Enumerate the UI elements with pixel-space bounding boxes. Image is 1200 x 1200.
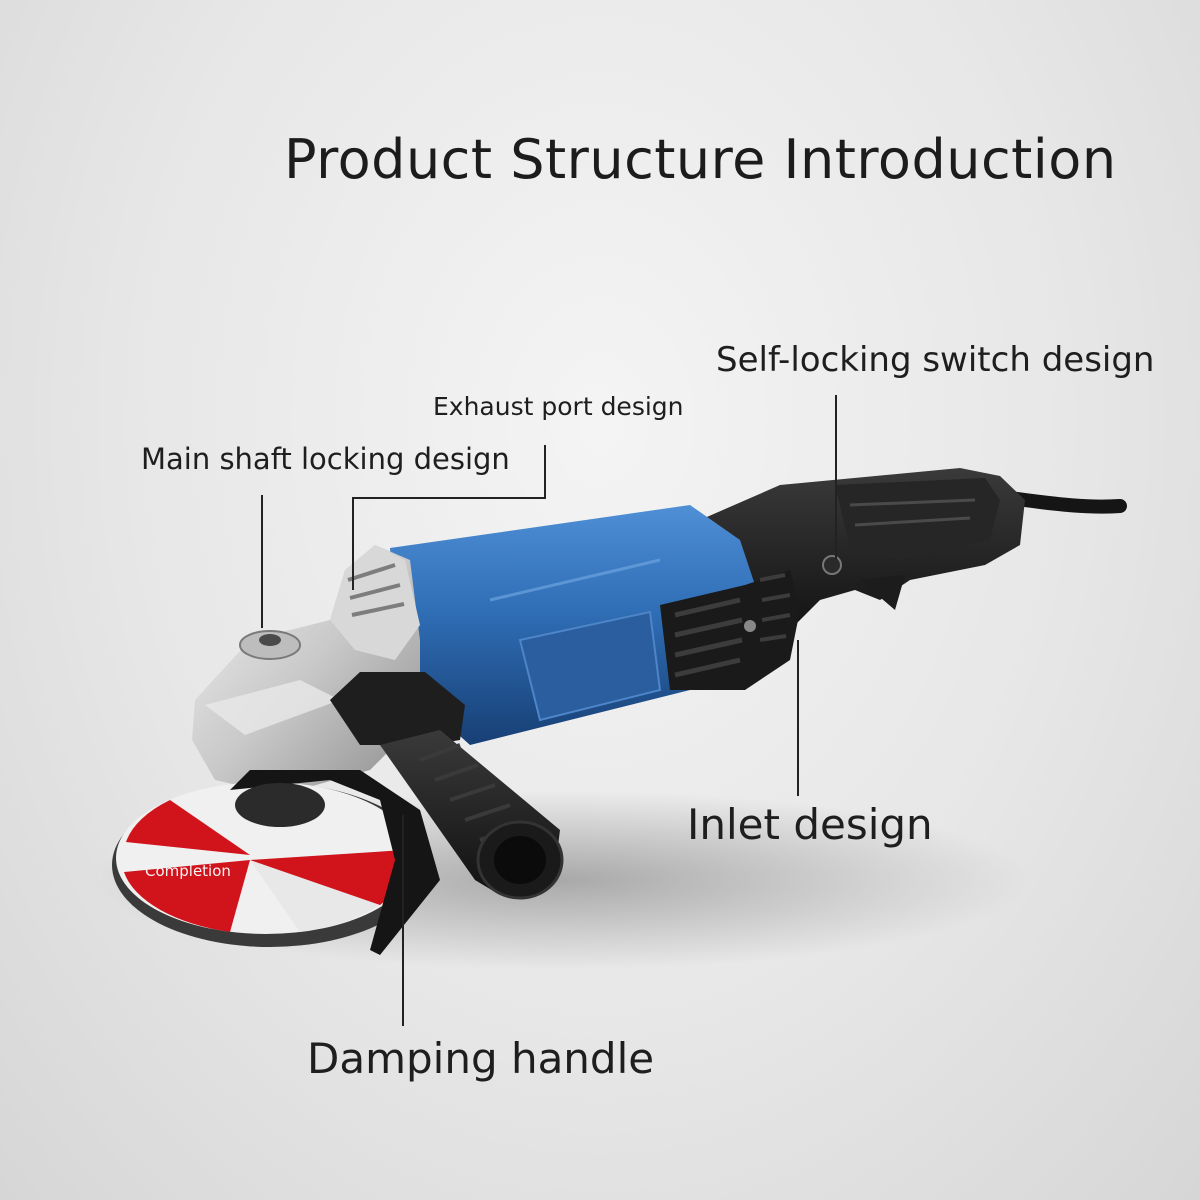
disc-guard	[230, 770, 440, 955]
motor-housing	[390, 505, 760, 745]
page-title: Product Structure Introduction	[284, 128, 1117, 191]
damping-side-handle	[330, 672, 564, 900]
disc-brand-label: Completion	[145, 862, 231, 880]
callout-lines	[261, 395, 837, 1026]
callout-inlet: Inlet design	[687, 800, 933, 849]
power-cord	[1003, 491, 1127, 514]
gear-head	[192, 545, 420, 795]
callout-exhaust-port: Exhaust port design	[433, 392, 684, 421]
callout-damping-handle: Damping handle	[307, 1034, 655, 1083]
spindle-lock-button	[239, 630, 301, 660]
callout-main-shaft-locking: Main shaft locking design	[141, 442, 510, 476]
lock-switch-button	[822, 555, 842, 575]
spindle-flange	[235, 783, 325, 827]
callout-self-locking-switch: Self-locking switch design	[716, 340, 1155, 380]
grinding-disc	[112, 782, 428, 947]
inlet-vents	[660, 570, 800, 690]
leader-line-exhaust	[352, 445, 546, 590]
